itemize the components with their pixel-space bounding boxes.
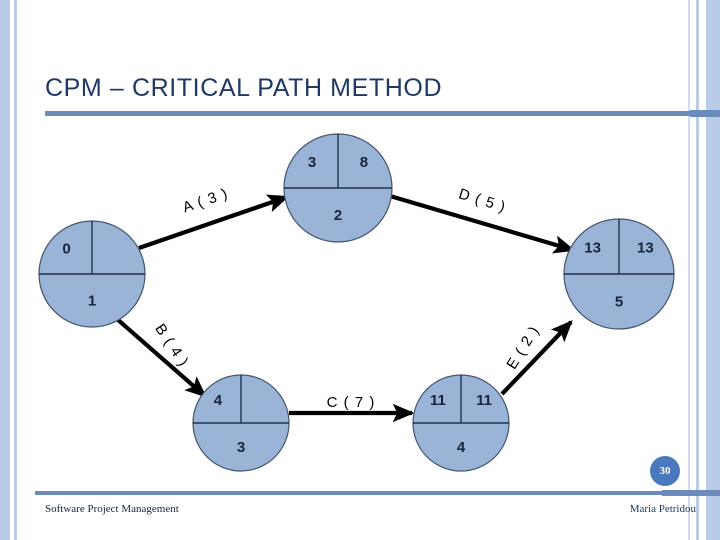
- node-3: 43: [192, 374, 290, 472]
- edge-label-C: C ( 7 ): [327, 394, 376, 411]
- node-earliest-time-3: 4: [214, 392, 223, 409]
- node-earliest-time-5: 13: [584, 240, 601, 257]
- node-earliest-time-4: 11: [430, 392, 446, 409]
- node-4: 11 11 4: [412, 374, 510, 472]
- right-edge-accent-line: [696, 0, 699, 540]
- edges-layer: [115, 193, 576, 423]
- node-latest-time-5: 13: [637, 240, 654, 257]
- node-latest-time-4: 11: [476, 392, 492, 409]
- node-1: 01: [38, 220, 146, 328]
- node-number-5: 5: [615, 294, 623, 311]
- title-divider: [45, 111, 705, 116]
- footer-right-text: Maria Petridou: [629, 503, 696, 515]
- edge-label-B: B ( 4 ): [151, 321, 192, 370]
- slide-number-badge: 30: [650, 456, 680, 486]
- node-number-1: 1: [88, 293, 96, 310]
- node-number-3: 3: [237, 439, 245, 456]
- node-earliest-time-1: 0: [62, 241, 70, 258]
- title-divider-cap: [690, 110, 720, 117]
- edge-label-D: D ( 5 ): [457, 185, 509, 215]
- node-latest-time-2: 8: [360, 154, 368, 171]
- right-edge-band: [706, 0, 720, 540]
- right-edge-accent-line-outer: [688, 0, 690, 540]
- node-5: 13 13 5: [563, 218, 675, 330]
- left-edge-band: [0, 0, 10, 540]
- edge-label-E: E ( 2 ): [503, 323, 543, 373]
- left-edge-accent-line: [14, 0, 17, 540]
- edge-arrow-A: [138, 194, 290, 250]
- node-2: 3 8 2: [283, 133, 393, 243]
- footer-divider: [35, 491, 675, 495]
- edge-arrow-D: [389, 193, 576, 254]
- node-number-4: 4: [457, 439, 466, 456]
- footer-divider-cap: [662, 490, 720, 496]
- edge-label-A: A ( 3 ): [181, 185, 231, 216]
- page-title: CPM – CRITICAL PATH METHOD: [45, 74, 443, 102]
- node-earliest-time-2: 3: [308, 154, 316, 171]
- footer-left-text: Software Project Management: [45, 503, 179, 515]
- node-number-2: 2: [334, 207, 342, 224]
- edge-arrow-E: [500, 320, 573, 396]
- edge-arrow-B: [115, 317, 207, 398]
